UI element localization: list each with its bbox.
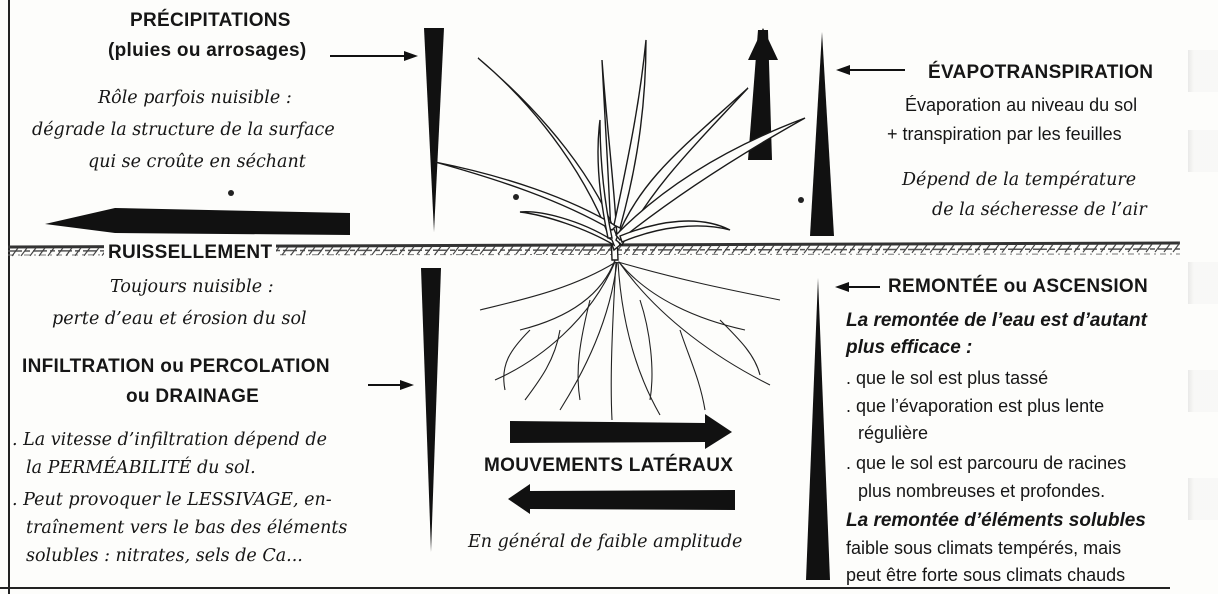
evapotranspiration-note-2: de la sécheresse de l’air — [932, 200, 1147, 220]
roots-illustration — [480, 260, 780, 420]
soil-hatch-stroke — [1119, 244, 1125, 252]
infiltration-title-1: INFILTRATION ou PERCOLATION — [22, 356, 330, 378]
infiltration-p1-line-1: . La vitesse d’infiltration dépend de — [12, 430, 327, 450]
soil-hatch-stroke — [1128, 244, 1134, 252]
runoff-left-arrow — [45, 208, 350, 235]
precipitations-note-2: dégrade la structure de la surface — [32, 120, 335, 140]
precipitation-pointer-arrow — [330, 51, 418, 61]
evapotranspiration-up-arrow — [810, 32, 834, 236]
soil-hatch-stroke — [1029, 244, 1035, 252]
precipitations-title: PRÉCIPITATIONS — [130, 10, 291, 32]
ruissellement-title: RUISSELLEMENT — [104, 242, 276, 264]
remontee-bullet-1: . que le sol est plus tassé — [846, 368, 1048, 389]
remontee-title: REMONTÉE ou ASCENSION — [888, 276, 1148, 298]
soil-hatch-stroke — [12, 248, 18, 256]
infiltration-p1-line-2: la PERMÉABILITÉ du sol. — [26, 458, 256, 478]
mouvements-title: MOUVEMENTS LATÉRAUX — [484, 455, 733, 477]
capillary-rise-pointer-arrow — [835, 282, 880, 292]
capillary-rise-up-arrow — [806, 278, 830, 580]
page-edge-fade — [1178, 0, 1218, 594]
infiltration-down-arrow — [421, 268, 441, 552]
dot-2 — [513, 194, 519, 200]
infiltration-title-2: ou DRAINAGE — [126, 386, 259, 408]
soil-hatch-stroke — [1020, 245, 1026, 253]
remontee-bullet-2: . que l’évaporation est plus lente — [846, 396, 1104, 417]
infiltration-p2-line-2: traînement vers le bas des éléments — [26, 518, 347, 538]
soil-hatch-stroke — [1137, 244, 1143, 252]
precipitations-note-3: qui se croûte en séchant — [88, 152, 306, 172]
lateral-left-arrow — [508, 484, 735, 514]
dot-3 — [798, 197, 804, 203]
soil-hatch-stroke — [1065, 244, 1071, 252]
remontee-solubles-title: La remontée d’éléments solubles — [846, 510, 1146, 532]
remontee-solubles-line-2: peut être forte sous climats chauds — [846, 565, 1125, 586]
soil-hatch-stroke — [1083, 244, 1089, 252]
infiltration-p2-line-3: solubles : nitrates, sels de Ca... — [26, 546, 303, 566]
ruissellement-note-1: Toujours nuisible : — [110, 277, 274, 297]
evapotranspiration-note-1: Dépend de la température — [902, 170, 1136, 190]
precipitation-down-arrow — [424, 28, 444, 232]
soil-hatch-stroke — [1074, 244, 1080, 252]
remontee-solubles-line-1: faible sous climats tempérés, mais — [846, 538, 1121, 559]
remontee-intro-2: plus efficace : — [846, 337, 972, 359]
soil-hatch-stroke — [66, 248, 72, 256]
evaporation-up-arrow-small-tip — [748, 28, 778, 60]
soil-hatch-stroke — [1164, 244, 1170, 252]
soil-hatch-stroke — [1155, 244, 1161, 252]
ruissellement-note-2: perte d’eau et érosion du sol — [52, 309, 307, 329]
infiltration-p2-line-1: . Peut provoquer le LESSIVAGE, en- — [12, 490, 332, 510]
plant-illustration — [435, 40, 805, 260]
precipitations-subtitle: (pluies ou arrosages) — [108, 40, 306, 62]
remontee-bullet-3: . que le sol est parcouru de racines — [846, 453, 1126, 474]
soil-hatch-stroke — [1110, 244, 1116, 252]
soil-hatch-stroke — [1047, 244, 1053, 252]
evapotranspiration-title: ÉVAPOTRANSPIRATION — [928, 62, 1153, 84]
remontee-bullet-2-cont: régulière — [858, 423, 928, 444]
soil-hatch-stroke — [1101, 244, 1107, 252]
soil-hatch-stroke — [1056, 244, 1062, 252]
dot-1 — [228, 190, 234, 196]
evapotranspiration-line-1: Évaporation au niveau du sol — [905, 95, 1137, 116]
evapotranspiration-pointer-arrow — [836, 65, 905, 75]
evapotranspiration-line-2: + transpiration par les feuilles — [887, 124, 1122, 145]
precipitations-note-1: Rôle parfois nuisible : — [98, 88, 292, 108]
soil-hatch-stroke — [1038, 244, 1044, 252]
soil-hatch-stroke — [1092, 244, 1098, 252]
soil-hatch-stroke — [1146, 244, 1152, 252]
infiltration-pointer-arrow — [368, 380, 414, 390]
lateral-right-arrow — [510, 414, 732, 449]
remontee-intro-1: La remontée de l’eau est d’autant — [846, 310, 1147, 332]
remontee-bullet-3-cont: plus nombreuses et profondes. — [858, 481, 1105, 502]
soil-hatch-stroke — [75, 248, 81, 256]
mouvements-note: En général de faible amplitude — [468, 532, 742, 552]
